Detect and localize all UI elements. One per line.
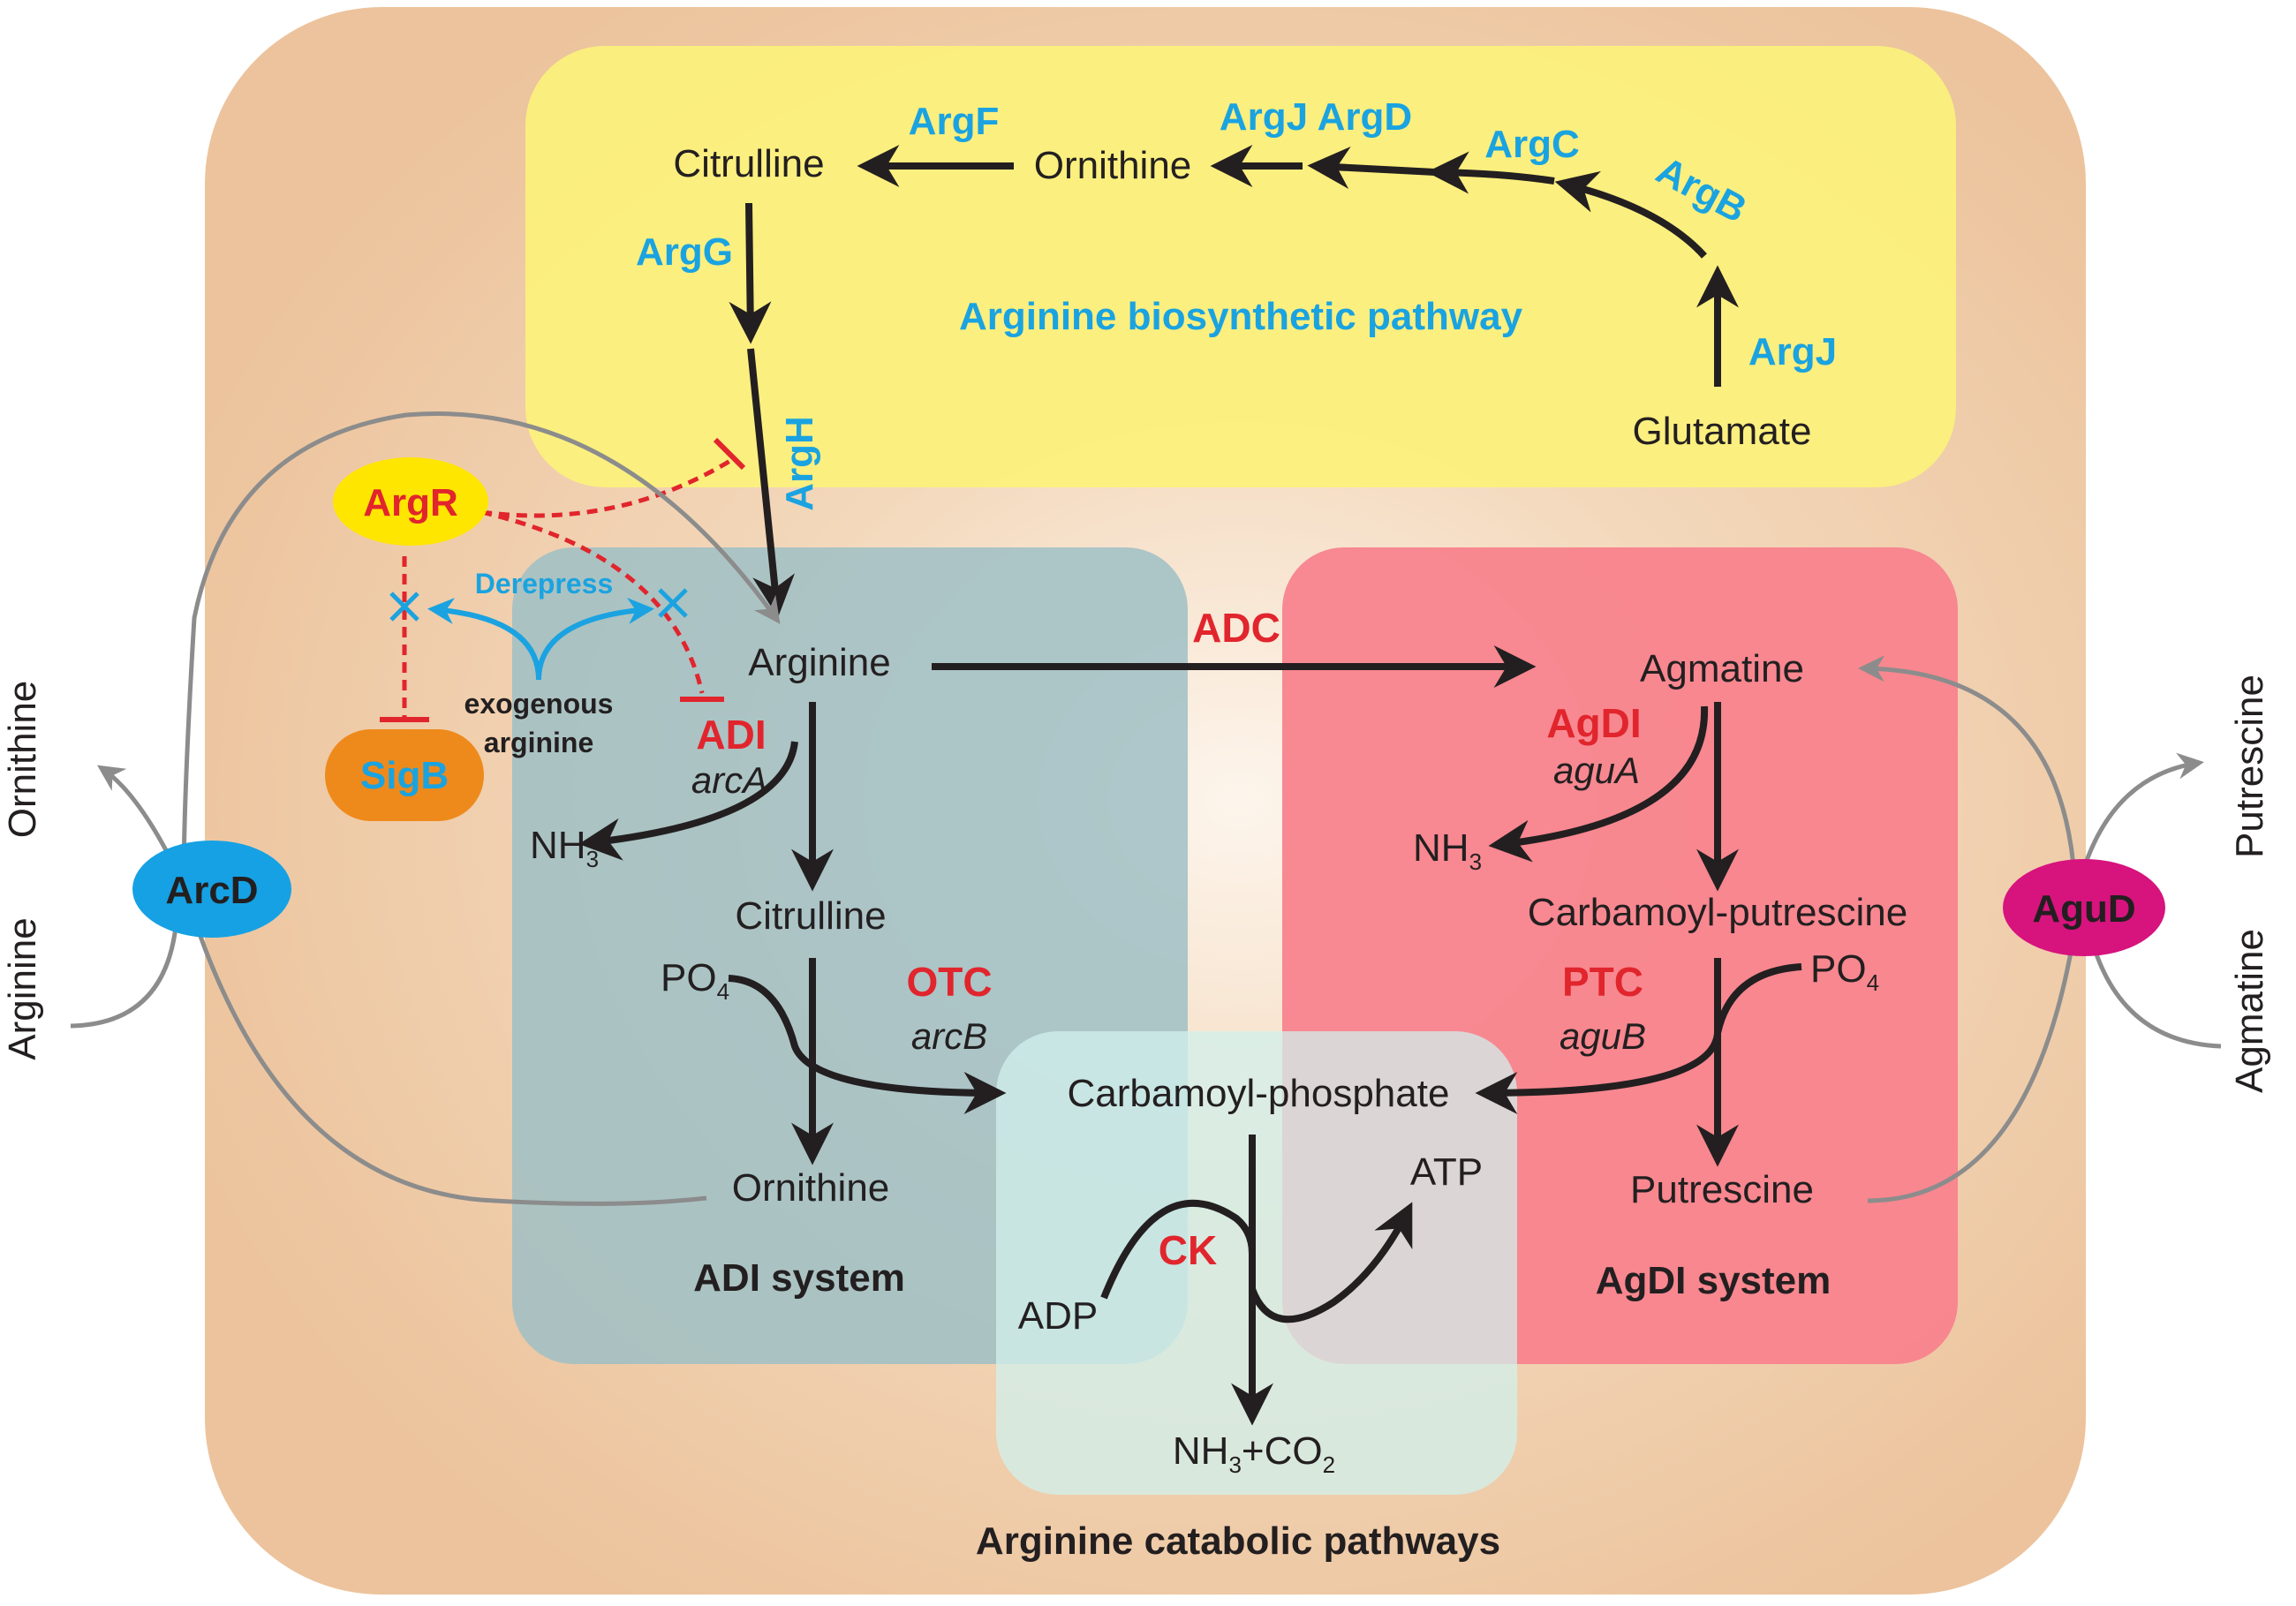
agdi-system-title: AgDI system bbox=[1596, 1259, 1832, 1302]
arcD-transporter bbox=[132, 841, 291, 938]
enzyme-argC: ArgC bbox=[1484, 123, 1580, 166]
regulation-lines bbox=[402, 456, 735, 720]
metabolite-adp: ADP bbox=[1018, 1294, 1098, 1338]
enzyme-agdi: AgDI bbox=[1546, 700, 1641, 746]
transport-lines-left bbox=[70, 411, 781, 1206]
gene-arcB: arcB bbox=[911, 1015, 987, 1057]
regulation-tbars bbox=[380, 437, 746, 722]
exogenous-label-line2: arginine bbox=[484, 727, 593, 758]
derepress-crosses bbox=[389, 588, 688, 622]
ck-arrows bbox=[1100, 1135, 1413, 1426]
enzyme-otc: OTC bbox=[906, 959, 992, 1005]
enzyme-argG: ArgG bbox=[636, 230, 733, 274]
enzyme-adc: ADC bbox=[1192, 605, 1280, 651]
left-arginine-label: Arginine bbox=[1, 917, 44, 1059]
enzyme-adi: ADI bbox=[696, 712, 766, 758]
metabolite-carbamoyl-putrescine: Carbamoyl-putrescine bbox=[1528, 891, 1907, 934]
metabolite-atp: ATP bbox=[1410, 1150, 1483, 1194]
biosynthesis-arrows bbox=[729, 145, 1739, 618]
arcD-label: ArcD bbox=[165, 869, 258, 912]
metabolite-citrulline-adi: Citrulline bbox=[735, 894, 886, 938]
metabolite-glutamate: Glutamate bbox=[1633, 410, 1812, 453]
gene-aguB: aguB bbox=[1560, 1015, 1646, 1057]
enzyme-argJ-argD: ArgJ ArgD bbox=[1220, 95, 1412, 139]
enzyme-argJ: ArgJ bbox=[1748, 330, 1837, 373]
aguD-transporter bbox=[2003, 859, 2165, 956]
metabolite-citrulline-bio: Citrulline bbox=[673, 142, 824, 185]
enzyme-ck: CK bbox=[1159, 1227, 1217, 1273]
enzyme-argF: ArgF bbox=[909, 100, 1000, 143]
derepress-label: Derepress bbox=[475, 568, 614, 599]
catabolic-title: Arginine catabolic pathways bbox=[976, 1519, 1500, 1563]
aguD-label: AguD bbox=[2032, 887, 2135, 931]
sigB-label: SigB bbox=[360, 754, 449, 797]
agdi-po4: PO4 bbox=[1810, 947, 1879, 996]
metabolite-agmatine: Agmatine bbox=[1640, 647, 1804, 690]
ck-box bbox=[996, 1031, 1517, 1495]
adi-system-title: ADI system bbox=[693, 1256, 905, 1300]
enzyme-argH: ArgH bbox=[778, 416, 821, 511]
metabolite-putrescine: Putrescine bbox=[1630, 1168, 1814, 1211]
sigB-node bbox=[325, 729, 484, 821]
biosynthesis-title: Arginine biosynthetic pathway bbox=[959, 295, 1523, 338]
argR-label: ArgR bbox=[363, 481, 458, 524]
right-agmatine-label: Agmatine bbox=[2228, 929, 2271, 1093]
metabolite-carbamoyl-phosphate: Carbamoyl-phosphate bbox=[1068, 1072, 1450, 1115]
left-ornithine-label: Ornithine bbox=[1, 681, 44, 839]
ck-products: NH3+CO2 bbox=[1173, 1429, 1335, 1478]
right-putrescine-label: Putrescine bbox=[2228, 675, 2271, 858]
metabolite-arginine: Arginine bbox=[748, 641, 890, 684]
derepress-arrows bbox=[427, 597, 654, 681]
adi-arrows bbox=[578, 645, 1537, 1165]
enzyme-ptc: PTC bbox=[1562, 959, 1643, 1005]
argR-node bbox=[333, 457, 488, 546]
metabolite-ornithine-bio: Ornithine bbox=[1034, 144, 1192, 187]
gene-aguA: aguA bbox=[1553, 750, 1640, 791]
metabolite-ornithine-adi: Ornithine bbox=[732, 1166, 890, 1210]
agdi-nh3: NH3 bbox=[1413, 826, 1482, 875]
adi-po4: PO4 bbox=[661, 956, 729, 1005]
agdi-arrows bbox=[1475, 702, 1802, 1167]
exogenous-label-line1: exogenous bbox=[464, 688, 614, 720]
